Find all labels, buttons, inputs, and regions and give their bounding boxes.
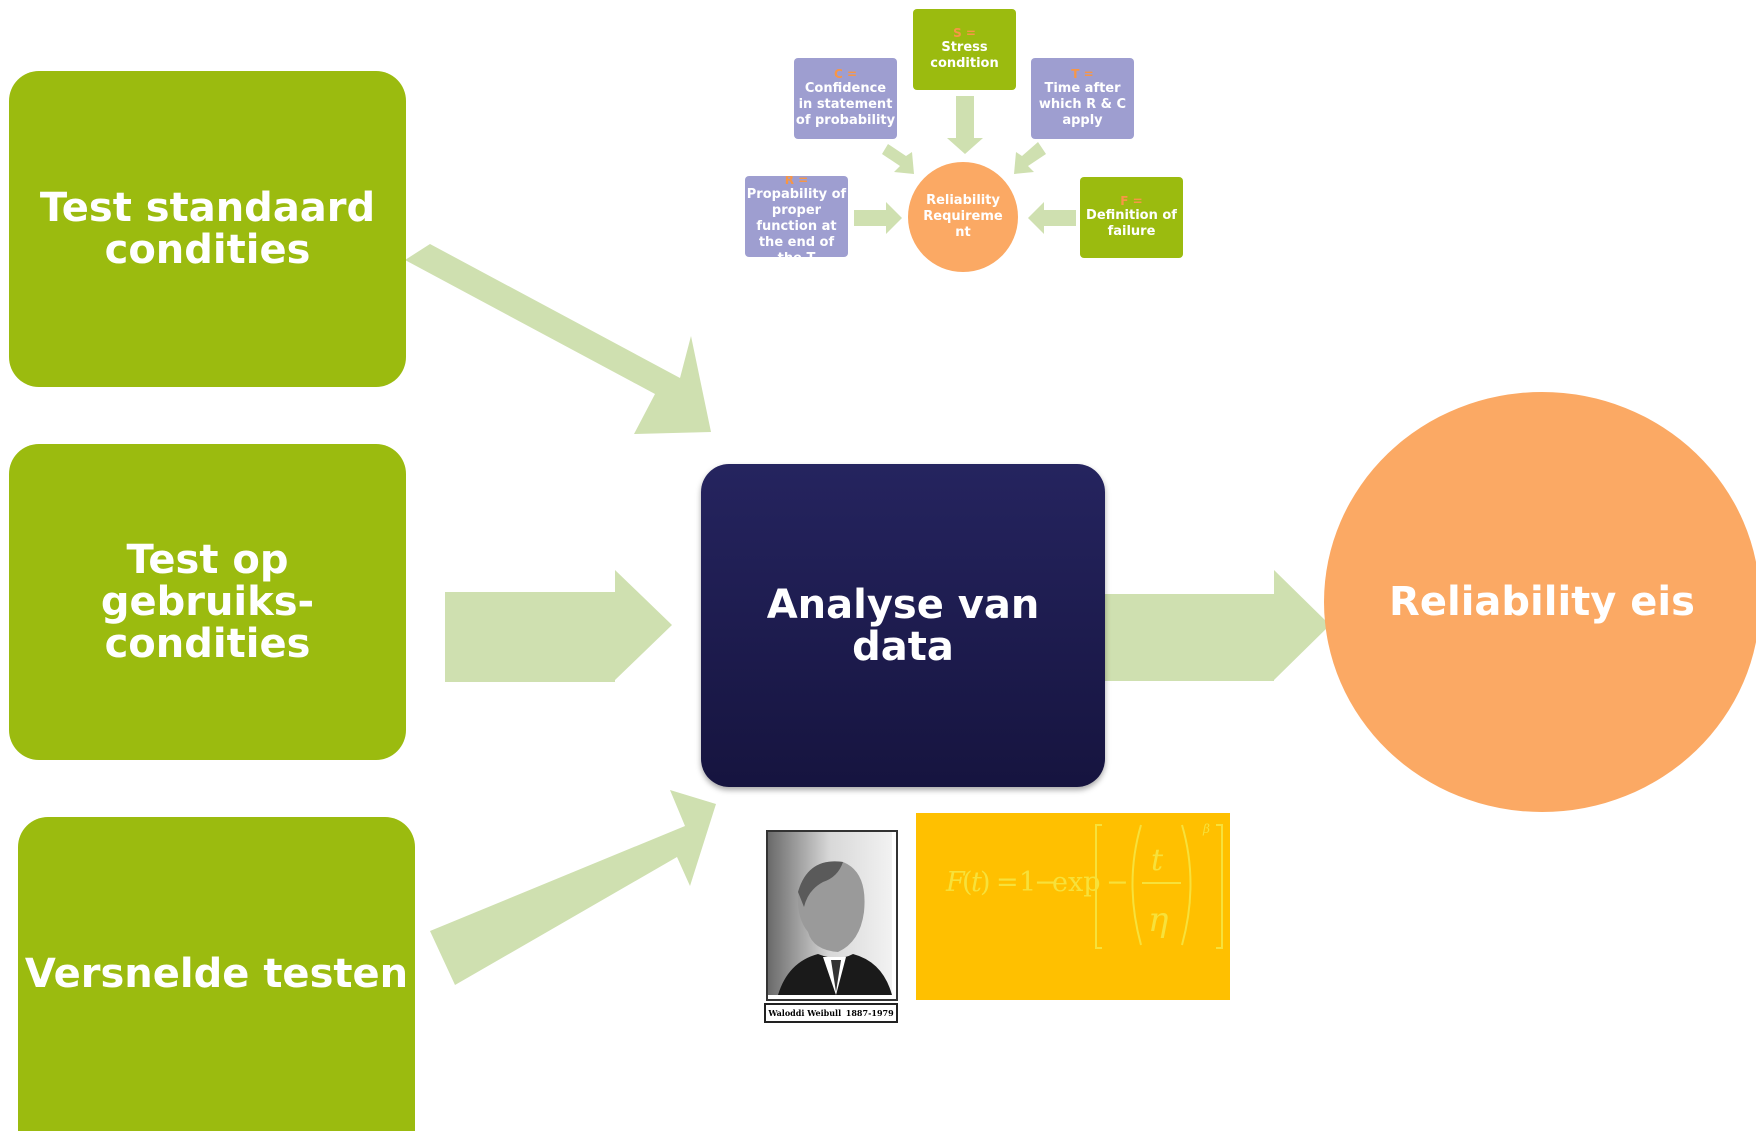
- node-time: T = Time after which R & C apply: [1031, 58, 1134, 139]
- arrow-test-standaard: [405, 244, 711, 434]
- weibull-formula: F ( t ) = 1 − exp − t η β: [916, 813, 1230, 1000]
- node-text: Time after which R & C apply: [1038, 81, 1127, 128]
- requirement-circle: Reliability Requireme nt: [908, 162, 1018, 272]
- analysis-box: Analyse van data: [701, 464, 1105, 787]
- portrait-years: 1887-1979: [845, 1008, 894, 1018]
- requirement-label: Reliability Requireme nt: [923, 193, 1003, 240]
- formula-graphic: F ( t ) = 1 − exp − t η β: [945, 822, 1223, 949]
- svg-text:t: t: [1151, 843, 1164, 878]
- svg-text:−: −: [1106, 867, 1129, 898]
- node-text: Confidence in statement of probability: [795, 81, 896, 128]
- input-box-versnelde: Versnelde testen: [18, 817, 415, 1131]
- analysis-label: Analyse van data: [766, 581, 1040, 670]
- svg-text:η: η: [1148, 900, 1169, 940]
- portrait-name: Waloddi Weibull: [768, 1008, 842, 1018]
- mini-arrow-c: [882, 144, 914, 174]
- node-letter: S =: [953, 26, 976, 40]
- arrow-to-result: [1104, 570, 1330, 681]
- weibull-portrait: [766, 830, 898, 1001]
- svg-text:F: F: [945, 867, 966, 898]
- svg-text:t: t: [971, 867, 982, 898]
- node-text: Propability of proper function at the en…: [746, 187, 847, 257]
- svg-text:(: (: [962, 867, 973, 898]
- input-label: Versnelde testen: [24, 951, 409, 997]
- svg-text:=: =: [996, 867, 1019, 898]
- svg-text:exp: exp: [1052, 867, 1101, 898]
- result-label: Reliability eis: [1389, 579, 1695, 625]
- svg-text:β: β: [1202, 822, 1210, 836]
- portrait-image: [768, 832, 892, 995]
- portrait-caption: Waloddi Weibull 1887-1979: [764, 1003, 898, 1023]
- svg-text:): ): [980, 867, 991, 898]
- result-circle: Reliability eis: [1324, 392, 1756, 812]
- node-stress: S = Stress condition: [913, 9, 1016, 90]
- mini-arrow-s: [947, 96, 983, 154]
- node-text: Stress condition: [930, 40, 999, 71]
- node-letter: T =: [1071, 67, 1094, 81]
- node-text: Definition of failure: [1086, 208, 1177, 239]
- node-letter: C =: [833, 67, 858, 81]
- svg-text:−: −: [1034, 867, 1057, 898]
- input-label: Test standaard condities: [39, 185, 376, 273]
- node-probability: R = Propability of proper function at th…: [745, 176, 848, 257]
- node-confidence: C = Confidence in statement of probabili…: [794, 58, 897, 139]
- mini-arrow-t: [1014, 142, 1046, 174]
- mini-arrow-f: [1028, 202, 1076, 234]
- input-box-test-standaard: Test standaard condities: [9, 71, 406, 387]
- arrow-versnelde: [430, 790, 716, 985]
- node-failure: F = Definition of failure: [1080, 177, 1183, 258]
- input-box-test-gebruik: Test op gebruiks- condities: [9, 444, 406, 760]
- svg-text:1: 1: [1019, 867, 1036, 898]
- node-letter: F =: [1120, 194, 1143, 208]
- input-label: Test op gebruiks- condities: [100, 537, 315, 667]
- arrow-test-gebruik: [445, 570, 672, 682]
- node-letter: R =: [784, 176, 809, 187]
- mini-arrow-r: [854, 202, 902, 234]
